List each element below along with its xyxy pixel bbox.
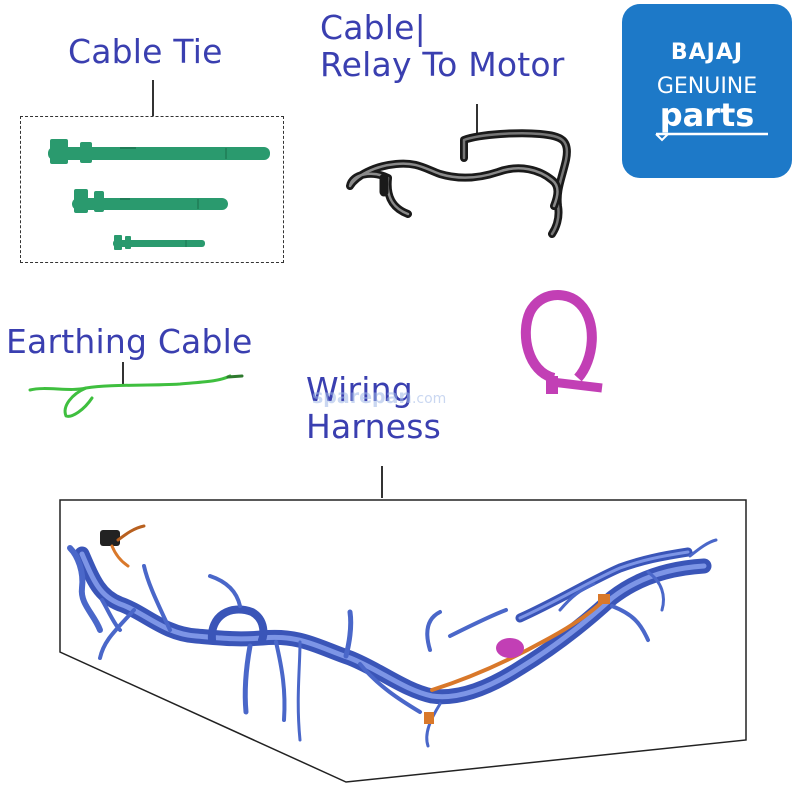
cable-relay-label-line-1: Cable| [320, 8, 427, 47]
logo-underline-icon [655, 132, 768, 142]
cable-relay-label-line-2: Relay To Motor [320, 44, 565, 84]
watermark-text: sparepan [312, 386, 412, 408]
cable-tie-frame [20, 116, 284, 263]
wiring-harness-icon [67, 524, 718, 748]
logo-brand-text: BAJAJ [670, 40, 744, 65]
cable-relay-to-motor-label: Cable| Relay To Motor [320, 8, 565, 84]
relay-cable-leader-line [476, 104, 478, 134]
earthing-cable-icon [28, 374, 244, 418]
wiring-harness-leader-line [381, 466, 383, 498]
cable-tie-label: Cable Tie [68, 32, 223, 71]
wiring-harness-label: Wiring Harness [306, 370, 442, 446]
cable-tie-small-icon [113, 235, 205, 250]
cable-tie-large-icon [48, 139, 270, 164]
bajaj-genuine-parts-logo: BAJAJ GENUINE parts [622, 4, 792, 178]
watermark-domain: .com [411, 391, 447, 407]
earthing-cable-label: Earthing Cable [6, 322, 253, 361]
cable-clamp-icon [520, 290, 603, 394]
cable-tie-leader-line [152, 80, 154, 116]
relay-to-motor-cable-icon [346, 129, 571, 238]
cable-tie-medium-icon [72, 189, 228, 213]
logo-genuine-text: GENUINE [656, 74, 758, 99]
logo-parts-text: parts [659, 96, 755, 134]
watermark: sparepan.com [312, 386, 446, 408]
earthing-cable-leader-line [122, 362, 124, 386]
wiring-harness-frame [59, 499, 747, 783]
wiring-harness-label-line-2: Harness [306, 406, 442, 446]
wiring-harness-label-line-1: Wiring [306, 370, 413, 409]
